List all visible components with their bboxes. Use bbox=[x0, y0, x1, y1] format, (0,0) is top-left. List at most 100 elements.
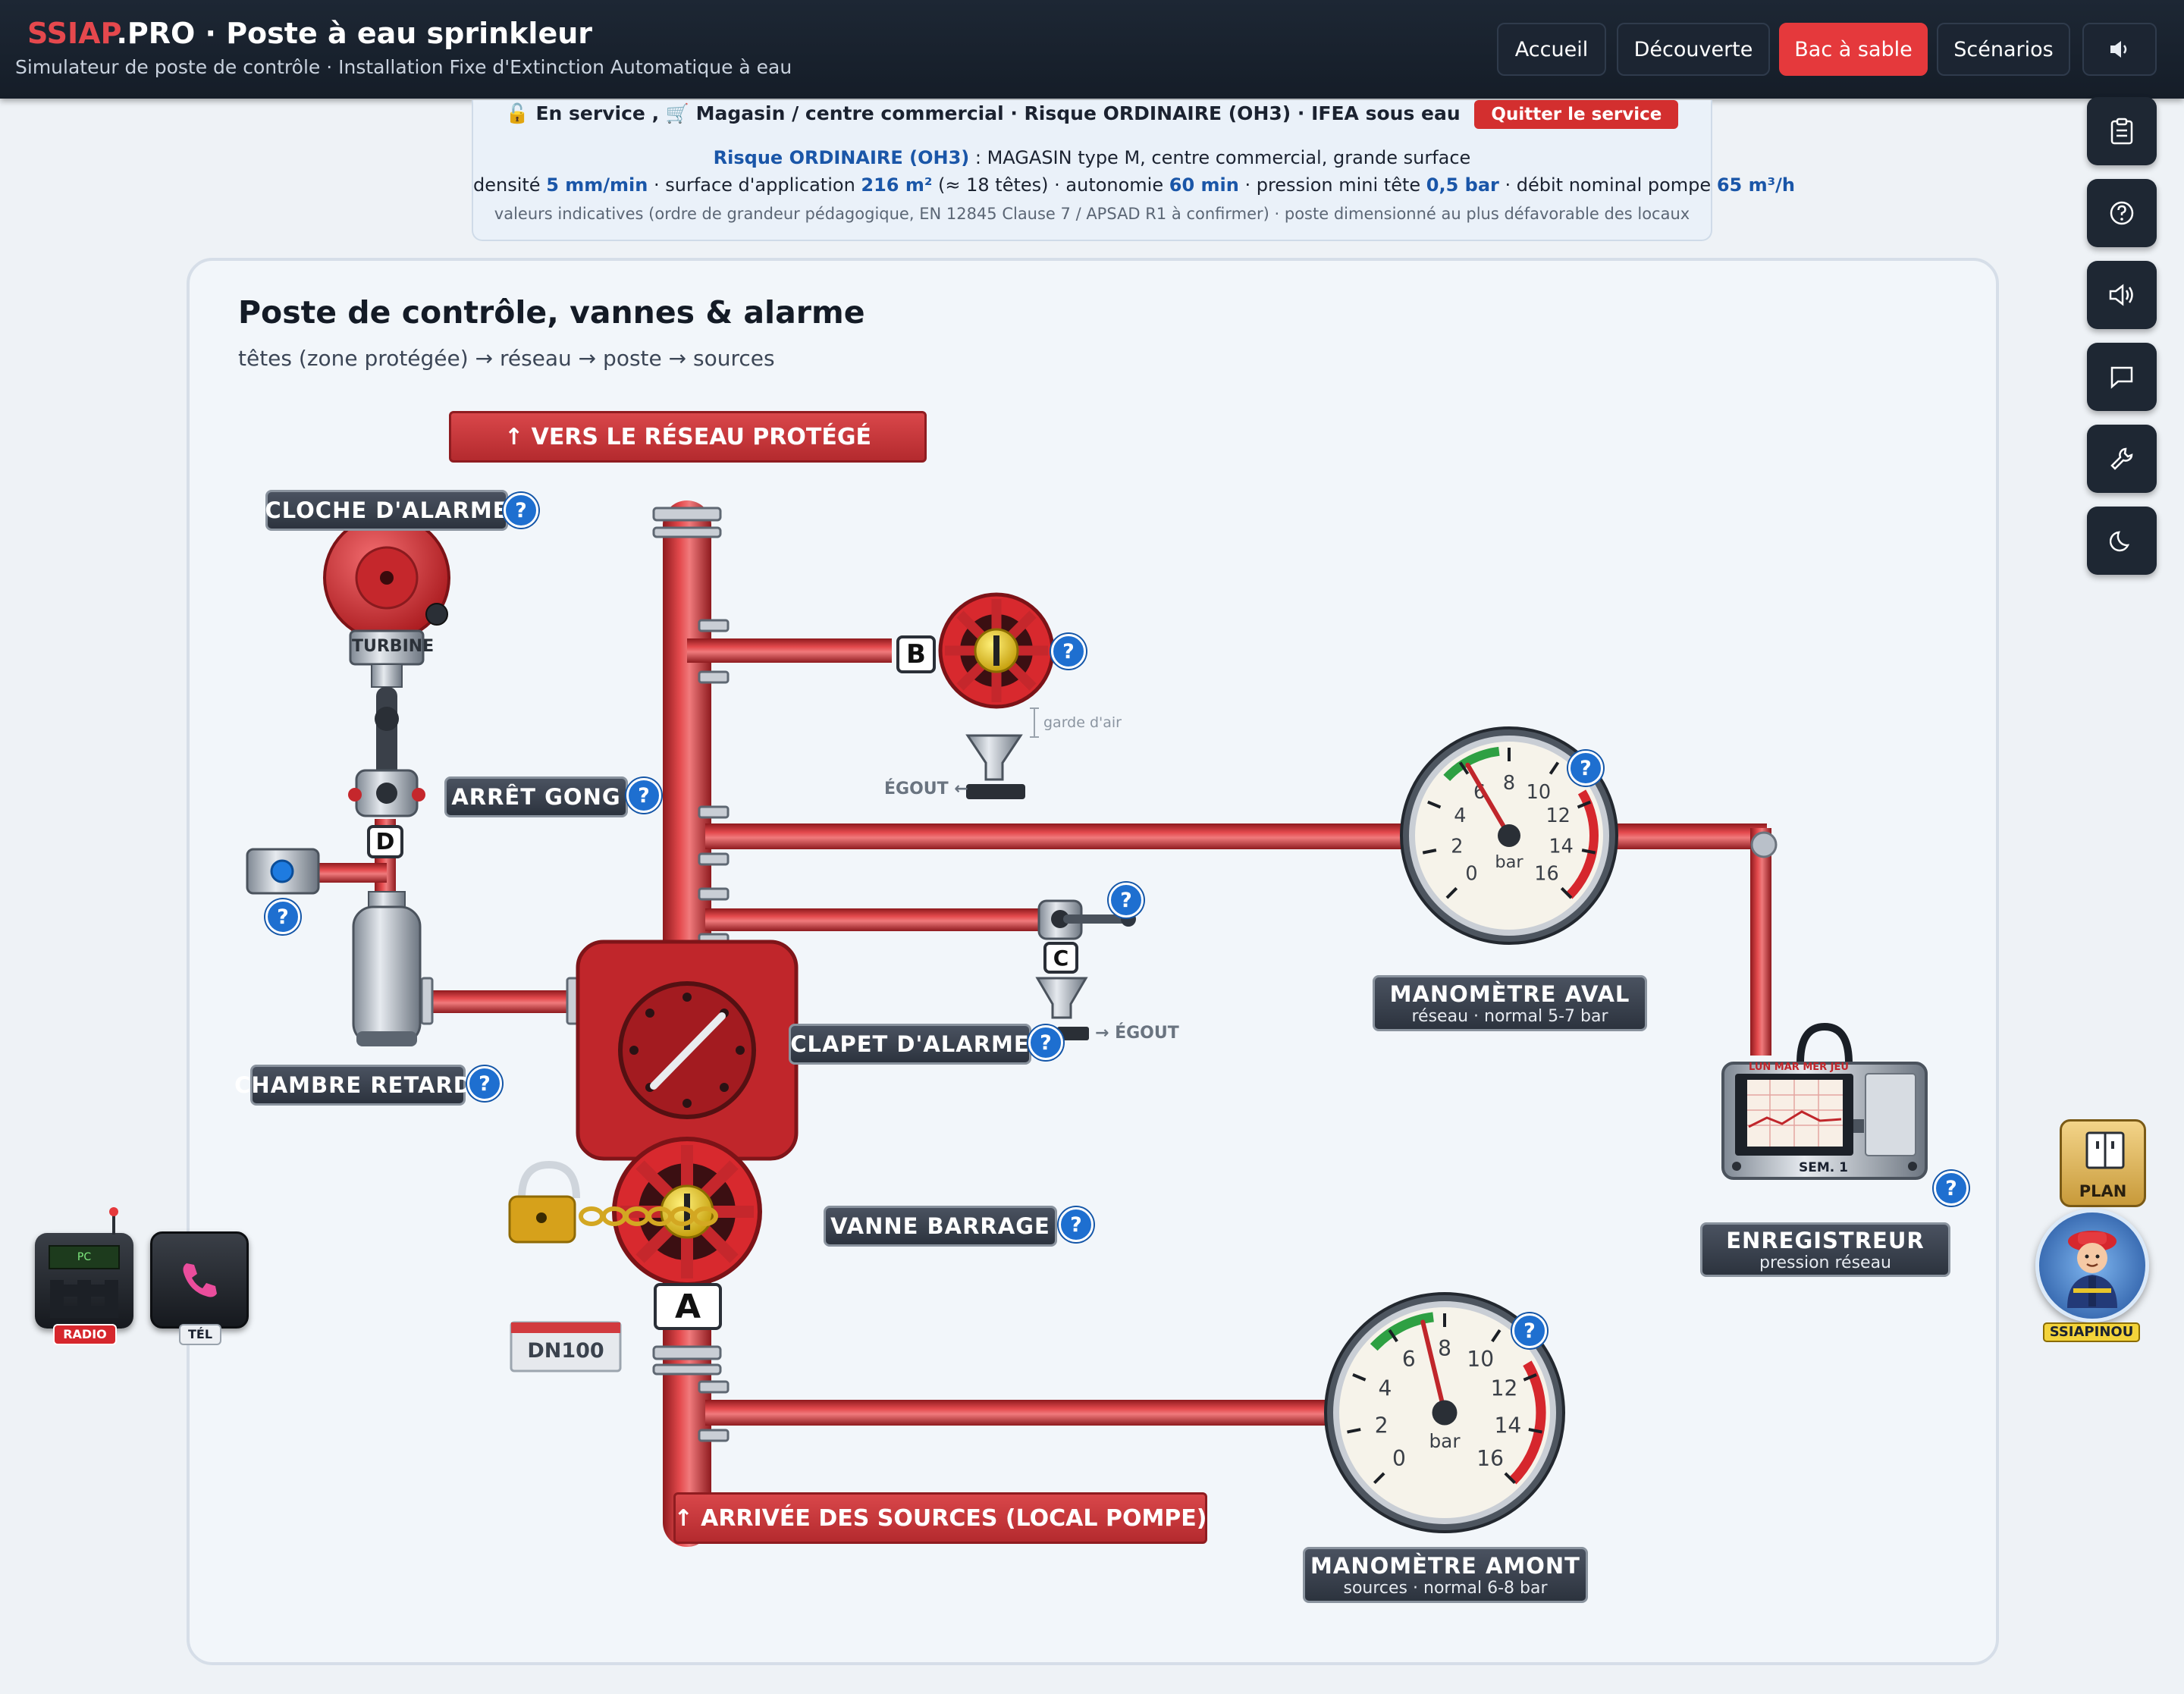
gong-stop-help-button[interactable]: ? bbox=[626, 778, 661, 813]
help-tool-button[interactable] bbox=[2087, 179, 2157, 247]
valve-c-help-button[interactable]: ? bbox=[1109, 883, 1144, 918]
valve-b-tag: B bbox=[896, 635, 936, 673]
gauge-aval-tick-label-16: 16 bbox=[1534, 862, 1558, 885]
dark-mode-toggle-button[interactable] bbox=[2087, 507, 2157, 575]
wrench-icon bbox=[2110, 447, 2133, 470]
radio-antenna bbox=[112, 1210, 115, 1234]
nav-accueil-button[interactable]: Accueil bbox=[1497, 23, 1606, 76]
risk-parameters: densité 5 mm/min · surface d'application… bbox=[473, 174, 1795, 196]
nav-decouverte-button[interactable]: Découverte bbox=[1617, 23, 1770, 76]
nav-bac-a-sable-button[interactable]: Bac à sable bbox=[1779, 23, 1928, 76]
service-banner: 🔓 En service , 🛒 Magasin / centre commer… bbox=[472, 100, 1795, 241]
sound-toggle-button[interactable] bbox=[2082, 23, 2157, 76]
radio-screen: PC bbox=[49, 1245, 120, 1269]
plan-button[interactable]: PLAN bbox=[2060, 1119, 2146, 1207]
retard-chamber bbox=[352, 891, 422, 1046]
gauge-amont-tick-6 bbox=[1388, 1329, 1398, 1343]
valve-b-handwheel[interactable] bbox=[938, 592, 1055, 709]
phone-label: TÉL bbox=[179, 1324, 221, 1345]
recorder-days: LUN MAR MER JEU bbox=[1749, 1062, 1849, 1073]
pressure-switch-help-button[interactable]: ? bbox=[265, 899, 300, 934]
radio-label: RADIO bbox=[53, 1324, 117, 1345]
turbine-label: TURBINE bbox=[352, 637, 435, 656]
gauge-amont-title: MANOMÈTRE AMONT bbox=[1310, 1552, 1580, 1579]
recorder-week: SEM. 1 bbox=[1799, 1160, 1848, 1175]
from-sources-banner: ↑ ARRIVÉE DES SOURCES (LOCAL POMPE) bbox=[673, 1492, 1207, 1544]
padlock-chain[interactable] bbox=[508, 1160, 718, 1244]
clipboard-tool-button[interactable] bbox=[2087, 97, 2157, 165]
gauge-amont-tick-4 bbox=[1352, 1373, 1367, 1382]
gauge-aval-tick-label-12: 12 bbox=[1545, 805, 1570, 827]
gauge-amont-tick-14 bbox=[1528, 1428, 1542, 1434]
gauge-amont-hub bbox=[1432, 1400, 1458, 1426]
gauge-amont-red-zone bbox=[1509, 1360, 1546, 1485]
gauge-amont-tick-label-10: 10 bbox=[1467, 1347, 1494, 1372]
barrage-valve-label: VANNE BARRAGE bbox=[824, 1206, 1057, 1247]
gauge-amont-tick-12 bbox=[1523, 1373, 1537, 1382]
gauge-aval-tick-label-8: 8 bbox=[1503, 772, 1515, 795]
gauge-amont-tick-label-12: 12 bbox=[1491, 1376, 1518, 1401]
nav-scenarios-button[interactable]: Scénarios bbox=[1937, 23, 2070, 76]
valve-b-help-button[interactable]: ? bbox=[1051, 634, 1086, 669]
gauge-amont-tick-label-0: 0 bbox=[1392, 1446, 1406, 1471]
alarm-valve-body[interactable] bbox=[576, 940, 799, 1161]
gauge-aval-plate: MANOMÈTRE AVAL réseau · normal 5-7 bar bbox=[1373, 975, 1647, 1031]
gauge-aval-tick-10 bbox=[1549, 761, 1560, 775]
pressure-switch[interactable] bbox=[246, 848, 320, 895]
valve-c-tag: C bbox=[1043, 942, 1078, 974]
gauge-aval-tick-12 bbox=[1577, 800, 1591, 809]
phone-device[interactable] bbox=[150, 1231, 249, 1329]
dn-label: DN100 bbox=[527, 1339, 604, 1363]
valve-c-test[interactable] bbox=[1035, 899, 1136, 1040]
quit-service-button[interactable]: Quitter le service bbox=[1474, 100, 1679, 129]
valve-d-tag: D bbox=[367, 825, 403, 858]
retard-chamber-help-button[interactable]: ? bbox=[467, 1066, 502, 1101]
gauge-aval-help-button[interactable]: ? bbox=[1568, 751, 1603, 786]
phone-icon bbox=[183, 1263, 217, 1297]
barrage-valve-help-button[interactable]: ? bbox=[1059, 1207, 1094, 1242]
gauge-amont-tick-label-14: 14 bbox=[1495, 1413, 1522, 1438]
audio-tool-button[interactable] bbox=[2087, 261, 2157, 329]
volume-icon bbox=[2109, 284, 2133, 306]
lock-open-icon: 🔓 bbox=[505, 102, 529, 124]
gauge-amont-help-button[interactable]: ? bbox=[1512, 1313, 1547, 1348]
top-bar: SSIAP.PRO · Poste à eau sprinkleur Simul… bbox=[0, 0, 2184, 99]
mascot-button[interactable] bbox=[2035, 1209, 2149, 1322]
gauge-amont-tick-label-2: 2 bbox=[1375, 1413, 1389, 1438]
pipe-branch-b bbox=[687, 638, 892, 663]
firefighter-avatar-icon bbox=[2067, 1231, 2117, 1308]
gauge-aval-tick-14 bbox=[1581, 849, 1596, 855]
panel-subtitle: têtes (zone protégée) → réseau → poste →… bbox=[238, 346, 775, 371]
gauge-amont-tick-10 bbox=[1491, 1329, 1502, 1343]
alarm-valve-label: CLAPET D'ALARME bbox=[789, 1024, 1031, 1065]
gong-stop-label: ARRÊT GONG bbox=[444, 776, 628, 817]
door-plan-icon bbox=[2085, 1131, 2125, 1169]
gong-stop-valve[interactable] bbox=[348, 769, 425, 817]
recorder-title: ENREGISTREUR bbox=[1726, 1227, 1925, 1253]
alarm-bell-help-button[interactable]: ? bbox=[504, 493, 538, 528]
plan-label: PLAN bbox=[2079, 1182, 2127, 1200]
wrench-tool-button[interactable] bbox=[2087, 425, 2157, 493]
dn-tag bbox=[510, 1321, 622, 1372]
chat-tool-button[interactable] bbox=[2087, 343, 2157, 411]
recorder-help-button[interactable]: ? bbox=[1934, 1171, 1969, 1206]
gauge-aval-tick-2 bbox=[1422, 849, 1437, 855]
gauge-aval-tick-label-10: 10 bbox=[1527, 781, 1551, 804]
alarm-valve-help-button[interactable]: ? bbox=[1028, 1025, 1063, 1060]
drain-right-label: → ÉGOUT bbox=[1095, 1024, 1179, 1043]
gauge-aval-green-zone bbox=[1443, 746, 1500, 782]
gauge-aval-unit: bar bbox=[1495, 852, 1523, 872]
alarm-bell-label: CLOCHE D'ALARME bbox=[265, 490, 508, 531]
alarm-bell[interactable] bbox=[323, 514, 450, 778]
gauge-aval-tick-4 bbox=[1427, 800, 1442, 809]
gauge-amont-tick-label-4: 4 bbox=[1379, 1376, 1392, 1401]
radio-device[interactable]: PC bbox=[35, 1207, 133, 1329]
app-subtitle: Simulateur de poste de contrôle · Instal… bbox=[15, 56, 792, 78]
gauge-aval-tick-label-2: 2 bbox=[1451, 836, 1463, 858]
moon-icon bbox=[2110, 531, 2130, 552]
app-title: SSIAP.PRO · Poste à eau sprinkleur bbox=[27, 17, 593, 50]
risk-name: Risque ORDINAIRE (OH3) bbox=[713, 147, 970, 168]
